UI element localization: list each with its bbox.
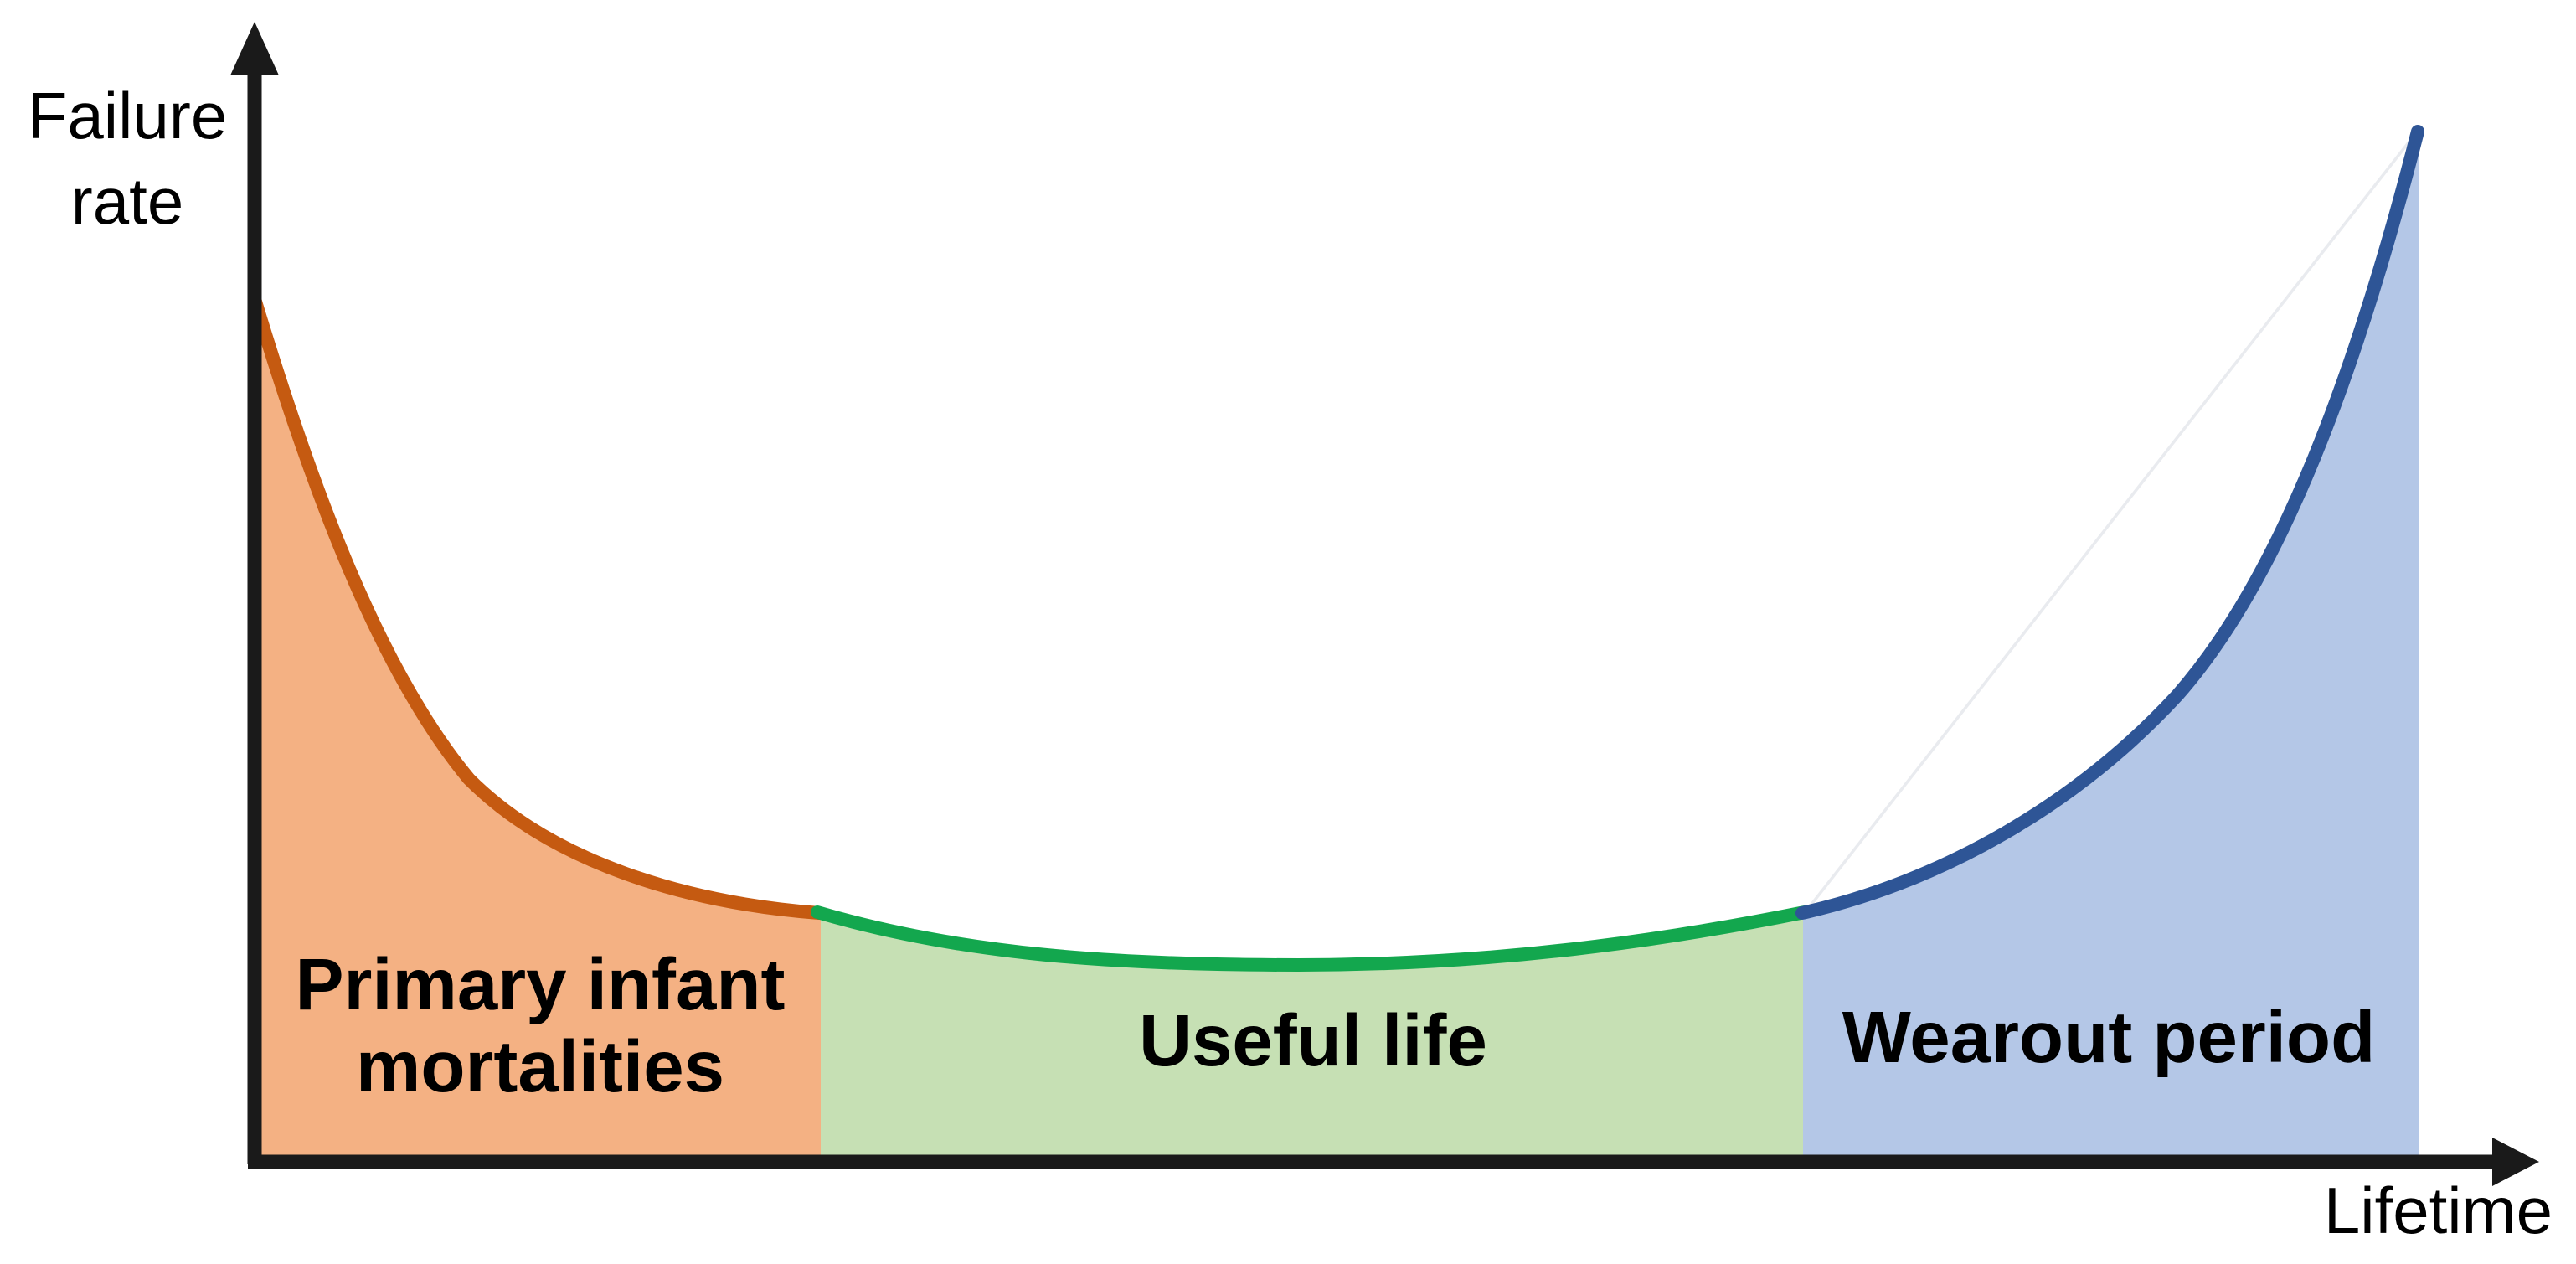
faint-chord-line xyxy=(1806,132,2417,911)
y-axis-label-line1: Failure xyxy=(28,79,227,152)
useful-life-curve xyxy=(811,905,1811,973)
region-wearout-label: Wearout period xyxy=(1842,997,2375,1078)
region-useful-fill xyxy=(821,913,1803,1166)
region-infant-label-line2: mortalities xyxy=(356,1026,724,1107)
x-axis-label: Lifetime xyxy=(2324,1174,2553,1247)
infant-mortality-curve xyxy=(249,295,826,920)
x-axis-arrowhead xyxy=(2492,1138,2539,1186)
y-axis-arrowhead xyxy=(230,22,279,75)
region-infant-fill xyxy=(250,299,821,1166)
region-useful-label: Useful life xyxy=(1139,1000,1487,1081)
wearout-curve xyxy=(1795,125,2424,920)
region-wearout-fill xyxy=(1803,132,2419,1166)
region-infant-label-line1: Primary infant xyxy=(296,944,786,1025)
y-axis-label-line2: rate xyxy=(71,164,183,238)
